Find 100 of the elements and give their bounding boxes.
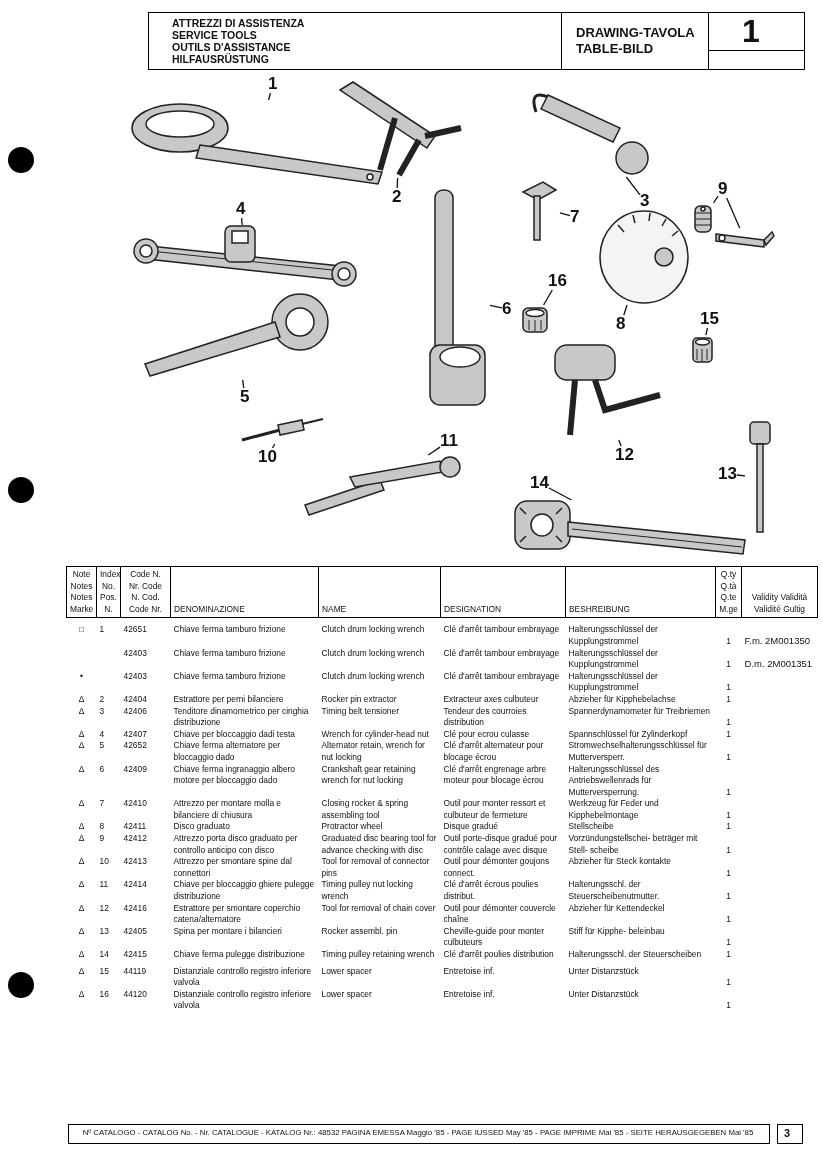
index-number: 16: [99, 988, 109, 999]
leader-line: [396, 177, 399, 189]
quantity: 1: [726, 659, 731, 670]
header-title: ATTREZZI DI ASSISTENZA: [172, 17, 305, 29]
english-name: Rocker pin extractor: [321, 693, 397, 704]
note-mark: Δ: [78, 965, 85, 976]
english-name: Timing pulley retaining wrench: [321, 949, 435, 959]
note-mark: Δ: [78, 798, 85, 809]
leader-line: [542, 289, 553, 306]
french-designation: Clé d'arrêt tambour embrayage: [443, 624, 560, 635]
index-number: 9: [99, 833, 105, 844]
disc-holder-drawing: [692, 203, 714, 235]
german-description: Abzieher für Kipphebelachse: [568, 693, 676, 704]
header-title: OUTILS D'ASSISTANCE: [172, 41, 291, 53]
quantity: 1: [726, 867, 731, 878]
part-code: 42416: [123, 902, 147, 913]
index-number: 15: [99, 965, 109, 976]
quantity: 1: [726, 937, 731, 948]
english-name: Lower spacer: [321, 988, 372, 999]
english-name: Tool for removal of chain cover: [321, 902, 436, 913]
note-mark: Δ: [78, 705, 85, 716]
italian-description: Chiave ferma tamburo frizione: [173, 624, 286, 635]
header-title: HILFAUSRÜSTUNG: [172, 53, 269, 65]
italian-description: Distanziale controllo registro inferiore valvola: [173, 965, 312, 988]
french-designation: Outil porte-disque gradué pour contrôle calage avec disque: [443, 833, 558, 855]
pin-tool-drawing: [240, 416, 325, 444]
callout-number: 1: [268, 75, 278, 93]
index-number: 12: [99, 902, 109, 913]
english-name: Rocker assembl. pin: [321, 925, 398, 936]
italian-description: Chiave ferma ingranaggio albero motore per bloccaggio dado: [173, 763, 295, 786]
column-header: Q.ty Q.tà Q.te M.ge: [719, 569, 738, 614]
note-mark: Δ: [78, 902, 85, 913]
english-name: Graduated disc bearing tool for advance checking with disc: [321, 833, 437, 855]
index-number: 14: [99, 949, 109, 959]
callout-number: 3: [640, 192, 650, 210]
french-designation: Tendeur des courroies distribution: [443, 705, 527, 728]
leader-line: [623, 304, 628, 316]
leader-line: [271, 443, 276, 449]
part-code: 42411: [123, 821, 147, 832]
italian-description: Attrezzo per montare molla e bilanciere di chiusura: [173, 798, 282, 820]
french-designation: Entretoise inf.: [443, 988, 495, 999]
index-number: 11: [99, 879, 109, 890]
callout-number: 6: [502, 300, 512, 318]
note-mark: Δ: [78, 856, 85, 867]
callout-number: 10: [258, 448, 277, 466]
callout-number: 13: [718, 465, 737, 483]
handle-drawing: [714, 228, 775, 250]
callout-number: 15: [700, 310, 719, 328]
clutch-wrench-drawing: [130, 100, 385, 185]
part-code: 42413: [123, 856, 147, 867]
validity-note: D.m. 2M001351: [744, 658, 813, 670]
quantity: 1: [726, 949, 731, 959]
english-name: Tool for removal of connector pins: [321, 856, 430, 878]
english-name: Lower spacer: [321, 965, 372, 976]
german-description: Halterungsschl. der Steuerscheibenutmutter.: [568, 879, 660, 902]
english-name: Clutch drum locking wrench: [321, 624, 425, 635]
note-mark: Δ: [78, 740, 85, 751]
french-designation: Outil pour démonter goujons connect.: [443, 856, 550, 878]
quantity: 1: [726, 891, 731, 902]
quantity: 1: [726, 728, 731, 739]
french-designation: Clé d'arrêt tambour embrayage: [443, 647, 560, 658]
english-name: Wrench for cylinder-head nut: [321, 728, 429, 739]
italian-description: Estrattore per smontare coperchio catena/alternatore: [173, 902, 301, 925]
quantity: 1: [726, 809, 731, 820]
quantity: 1: [726, 786, 731, 797]
leader-line: [726, 197, 741, 229]
index-number: 7: [99, 798, 105, 809]
column-header: BESHREIBUNG: [569, 603, 630, 614]
note-mark: Δ: [78, 693, 85, 704]
leader-line: [736, 474, 746, 477]
french-designation: Outil pour démonter couvercle chaîne: [443, 902, 556, 925]
column-header: Note Notes Notes Marke: [70, 569, 94, 614]
column-header: NAME: [322, 603, 347, 614]
french-designation: Clé pour ecrou culasse: [443, 728, 530, 739]
english-name: Protractor wheel: [321, 821, 383, 832]
note-mark: •: [80, 670, 83, 681]
quantity: 1: [726, 693, 731, 704]
callout-number: 8: [616, 315, 626, 333]
quantity: 1: [726, 821, 731, 832]
leader-line: [427, 446, 441, 456]
double-ring-wrench-drawing: [130, 225, 360, 287]
index-number: 13: [99, 925, 109, 936]
validity-note: F.m. 2M001350: [744, 634, 810, 646]
part-code: 42651: [123, 624, 147, 635]
italian-description: Chiave per bloccaggio ghiere pulegge distribuzione: [173, 879, 315, 902]
index-number: 6: [99, 763, 105, 774]
part-code: 42403: [123, 670, 147, 681]
header-title: SERVICE TOOLS: [172, 29, 257, 41]
quantity: 1: [726, 635, 731, 646]
column-header: DESIGNATION: [444, 603, 502, 614]
italian-description: Tenditore dinamometrico per cinghia distribuzione: [173, 705, 309, 728]
german-description: Unter Distanzstück: [568, 988, 639, 999]
italian-description: Chiave ferma tamburo frizione: [173, 670, 286, 681]
german-description: Halterungsschlüssel des Antriebswellenrads für Mutterversperrung.: [568, 763, 660, 797]
quantity: 1: [726, 682, 731, 693]
english-name: Clutch drum locking wrench: [321, 670, 425, 681]
french-designation: Clé d'arrêt tambour embrayage: [443, 670, 560, 681]
german-description: Abzieher für Kettendeckel: [568, 902, 665, 913]
column-header: Index No. Pos. N.: [100, 569, 121, 614]
german-description: Stromwechselhalterungsschlüssel für Mutterversperr.: [568, 740, 707, 762]
